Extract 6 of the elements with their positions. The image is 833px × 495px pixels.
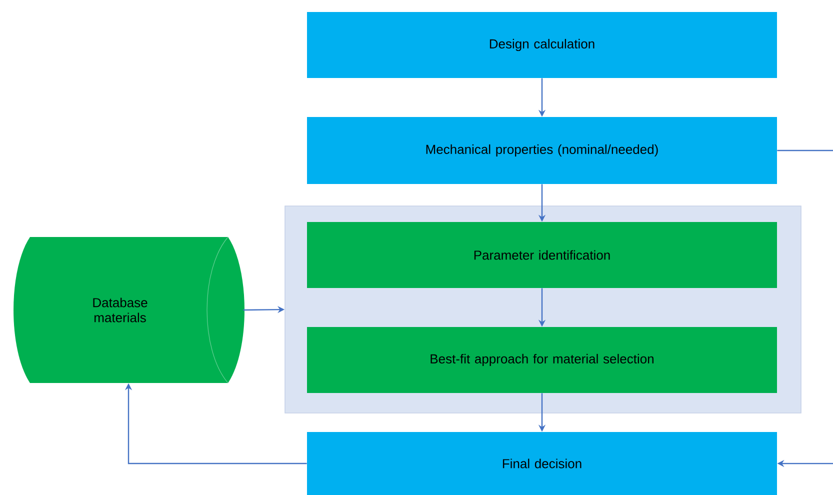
process-box: Mechanical properties (nominal/needed) [307,117,777,184]
database-cylinder: Database materials [14,236,244,384]
process-box: Best-fit approach for material selection [307,327,777,393]
process-box: Final decision [307,432,777,495]
process-box: Parameter identification [307,222,777,288]
process-box: Design calculation [307,12,777,78]
